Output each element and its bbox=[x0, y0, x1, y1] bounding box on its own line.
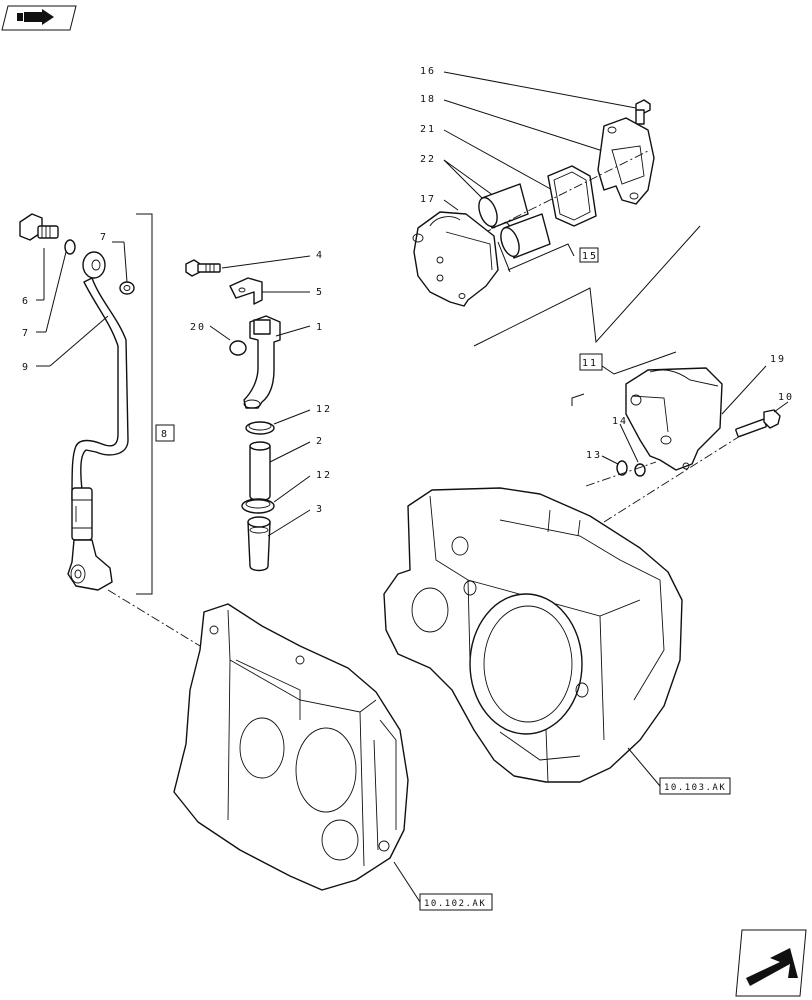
callout-16: 16 bbox=[420, 66, 436, 77]
flywheel-housing bbox=[383, 487, 683, 783]
clamp-12-upper bbox=[245, 421, 275, 435]
bolt-10 bbox=[735, 409, 781, 438]
callout-1: 1 bbox=[316, 322, 324, 333]
next-page-arrow-icon[interactable] bbox=[735, 929, 807, 997]
box-11-label: 11 bbox=[582, 358, 598, 369]
hose-2 bbox=[249, 441, 271, 502]
callout-21: 21 bbox=[420, 124, 436, 135]
ref-10-102-ak-label: 10.102.AK bbox=[424, 899, 486, 909]
thermostat-assembly-19 bbox=[625, 367, 723, 471]
timing-cover-housing bbox=[173, 603, 409, 891]
callout-17: 17 bbox=[420, 194, 436, 205]
box-15 bbox=[579, 247, 599, 263]
oil-pipe-9 bbox=[19, 213, 135, 591]
elbow-pipe-1 bbox=[243, 315, 281, 409]
o-ring-20 bbox=[229, 340, 247, 356]
callout-4: 4 bbox=[316, 250, 324, 261]
box-15-label: 15 bbox=[582, 251, 598, 262]
box-8 bbox=[155, 424, 175, 442]
ref-10-103-ak-label: 10.103.AK bbox=[664, 783, 726, 793]
callout-7-top: 7 bbox=[100, 232, 108, 243]
callout-14: 14 bbox=[612, 416, 628, 427]
bolt-16 bbox=[635, 99, 651, 125]
callout-3: 3 bbox=[316, 504, 324, 515]
callout-5: 5 bbox=[316, 287, 324, 298]
sleeve-22-lower bbox=[500, 213, 551, 259]
callout-6: 6 bbox=[22, 296, 30, 307]
thermostat-housing-17 bbox=[412, 211, 499, 307]
bracket-5 bbox=[229, 277, 263, 305]
callout-2: 2 bbox=[316, 436, 324, 447]
gasket-21 bbox=[547, 165, 597, 227]
group-8-bracket bbox=[136, 213, 153, 595]
box-11 bbox=[579, 353, 603, 371]
box-8-label: 8 bbox=[161, 429, 169, 440]
callout-18: 18 bbox=[420, 94, 436, 105]
callout-10: 10 bbox=[778, 392, 794, 403]
callout-19: 19 bbox=[770, 354, 786, 365]
o-ring-14 bbox=[634, 463, 646, 477]
cover-18 bbox=[597, 117, 655, 205]
bolt-4 bbox=[185, 259, 221, 277]
callout-20: 20 bbox=[190, 322, 206, 333]
callout-9: 9 bbox=[22, 362, 30, 373]
ref-10-102-ak[interactable] bbox=[419, 893, 493, 911]
previous-page-arrow-icon[interactable] bbox=[1, 5, 77, 31]
callout-12-lower: 12 bbox=[316, 470, 332, 481]
callout-22: 22 bbox=[420, 154, 436, 165]
callout-13: 13 bbox=[586, 450, 602, 461]
callout-12-upper: 12 bbox=[316, 404, 332, 415]
ref-10-103-ak[interactable] bbox=[659, 777, 731, 795]
callout-7-bottom: 7 bbox=[22, 328, 30, 339]
tube-3 bbox=[247, 516, 271, 572]
o-ring-13 bbox=[616, 460, 628, 476]
clamp-12-lower bbox=[241, 498, 275, 514]
